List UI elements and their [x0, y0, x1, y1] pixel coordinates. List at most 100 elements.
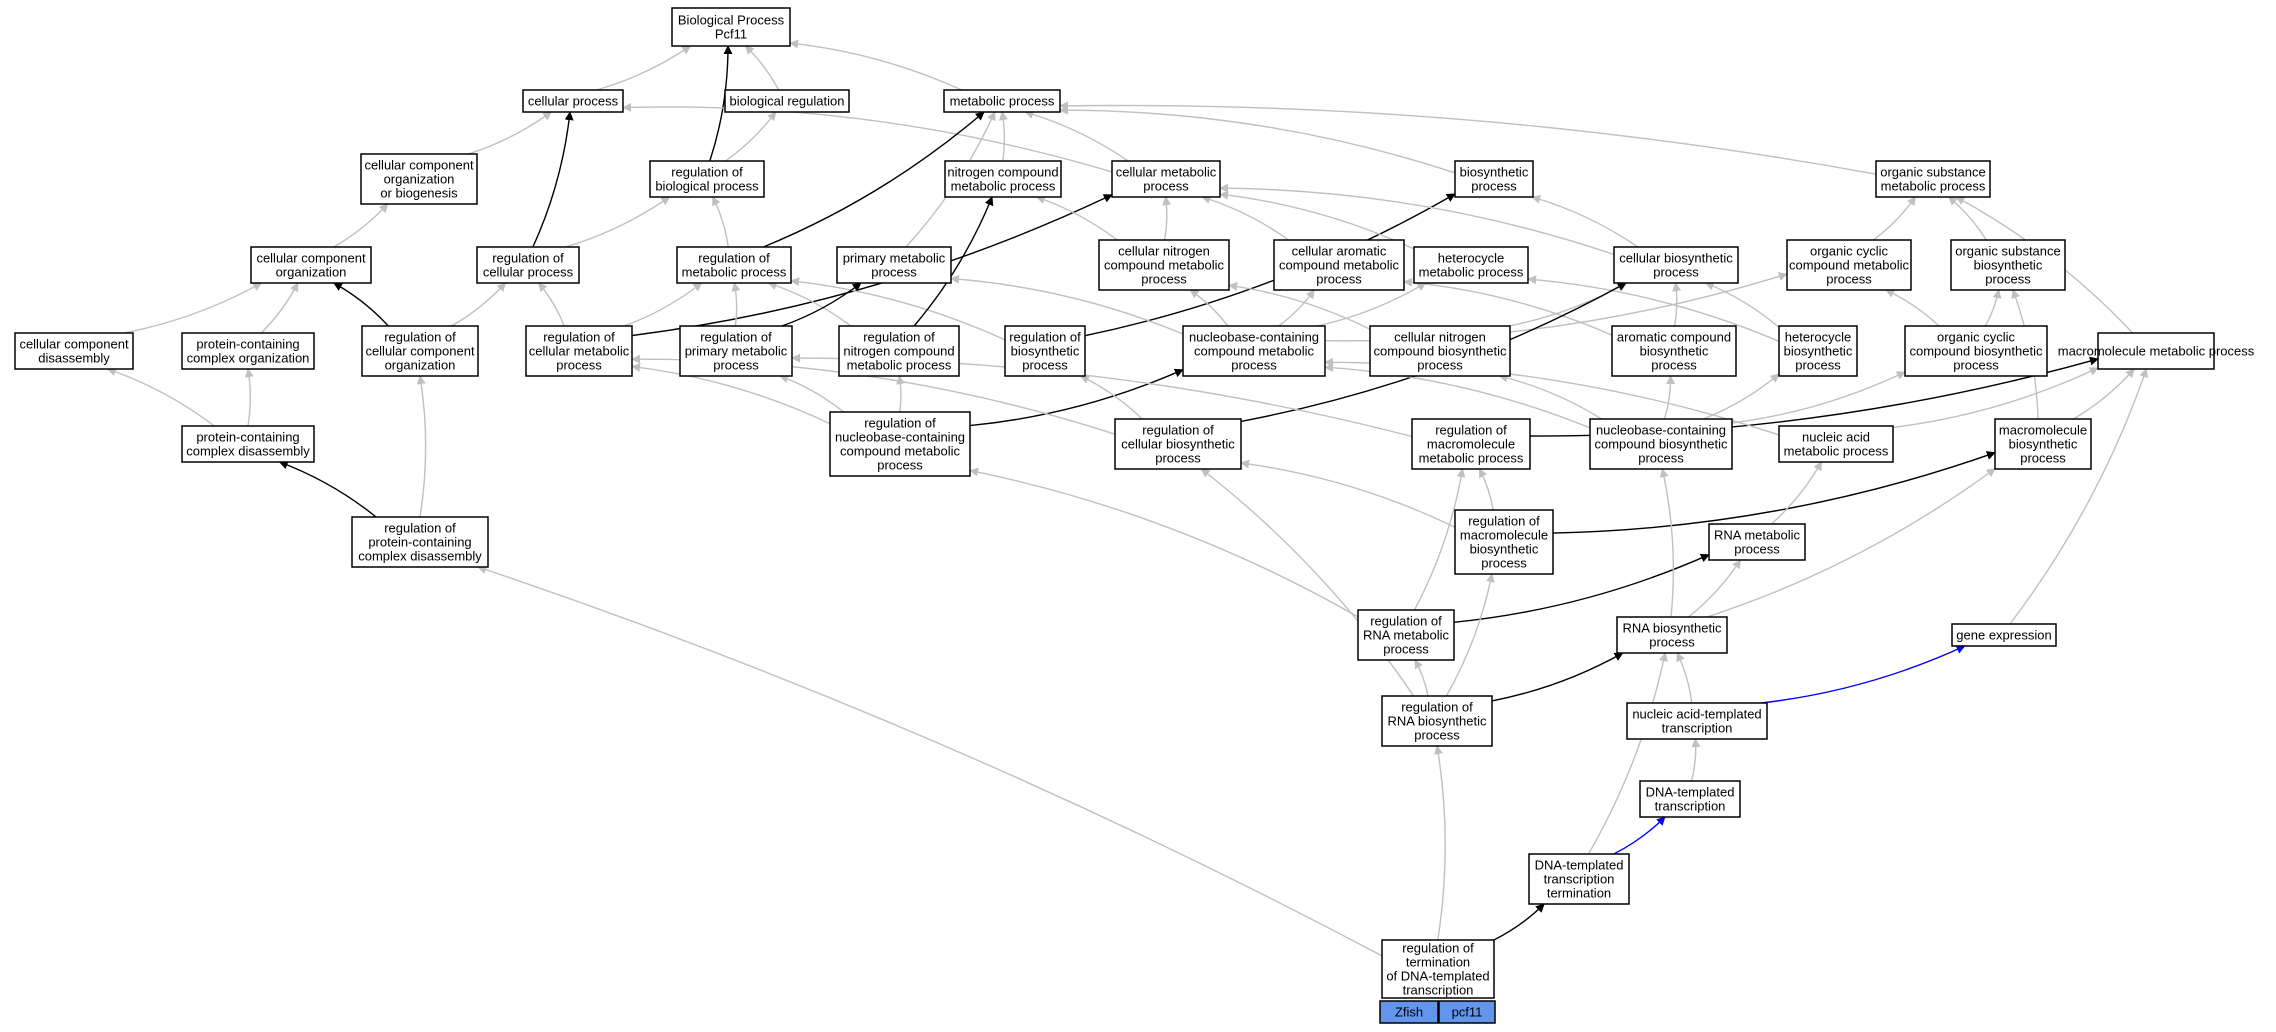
edge-rpmp-to-pmp — [781, 282, 862, 327]
node-label-line: process — [1155, 451, 1201, 466]
node-label-line: macromolecule — [1427, 437, 1515, 452]
node-label-line: process — [1417, 358, 1463, 373]
go-term-node-ge[interactable]: gene expression — [1951, 623, 2057, 647]
node-label-line: organization — [385, 358, 456, 373]
go-term-node-cp[interactable]: cellular process — [522, 89, 624, 113]
node-label-line: cellular aromatic — [1292, 244, 1387, 259]
go-term-node-rnbcmp[interactable]: regulation ofnucleobase-containingcompou… — [829, 411, 971, 477]
edge-nbcmp-to-cncmp — [1189, 289, 1229, 327]
tag-box — [1379, 1000, 1439, 1024]
node-box — [1613, 246, 1739, 284]
node-box — [250, 246, 372, 284]
node-label-line: primary metabolic — [685, 344, 788, 359]
node-label-line: aromatic compound — [1617, 330, 1731, 345]
edge-mbp-to-mmp — [2073, 368, 2135, 420]
node-box — [1454, 160, 1534, 198]
edge-rcbp-to-rbsp — [1079, 375, 1143, 420]
node-label-line: complex organization — [187, 351, 310, 366]
node-label-line: cellular metabolic — [1116, 165, 1217, 180]
edge-cncmp-to-ncmp — [1035, 195, 1118, 241]
edge-osmp-to-mp — [1059, 101, 1877, 175]
node-box — [1411, 418, 1531, 470]
node-box — [1778, 325, 1858, 377]
go-term-node-mp[interactable]: metabolic process — [943, 89, 1061, 113]
go-term-node-mmp[interactable]: macromolecule metabolic process — [2058, 332, 2255, 370]
species-tag-zfish[interactable]: Zfish — [1379, 1000, 1439, 1024]
edge-rcmp-to-rmp — [623, 282, 703, 327]
node-label-line: nitrogen compound — [947, 165, 1058, 180]
node-label-line: process — [1471, 179, 1517, 194]
node-box — [1369, 325, 1511, 377]
node-label-line: nucleobase-containing — [835, 430, 965, 445]
node-label-line: process — [1985, 272, 2031, 287]
node-box — [1098, 239, 1230, 291]
node-label-line: organic cyclic — [1937, 330, 2016, 345]
species-tag-pcf11[interactable]: pcf11 — [1438, 1000, 1496, 1024]
node-label-line: process — [1414, 728, 1460, 743]
node-label-line: termination — [1547, 886, 1611, 901]
node-label-line: compound biosynthetic — [1595, 437, 1728, 452]
node-label-line: cellular component — [256, 251, 366, 266]
node-label-line: nitrogen compound — [843, 344, 954, 359]
node-box — [1904, 325, 2048, 377]
go-term-node-rmbp[interactable]: regulation ofmacromoleculebiosyntheticpr… — [1454, 509, 1554, 575]
edge-mp-to-bp — [789, 39, 962, 91]
edge-hbp-to-cbp — [1704, 281, 1780, 328]
node-box — [944, 160, 1062, 198]
node-label-line: or biogenesis — [380, 186, 458, 201]
go-term-node-breg[interactable]: biological regulation — [724, 89, 850, 113]
node-box — [1381, 695, 1493, 747]
edge-rrnabp-to-rcbp — [1200, 468, 1415, 697]
node-label-line: process — [1143, 179, 1189, 194]
node-box — [838, 325, 960, 377]
edge-ncmp-to-mp — [999, 111, 1008, 162]
node-label-line: organic cyclic — [1810, 244, 1889, 259]
